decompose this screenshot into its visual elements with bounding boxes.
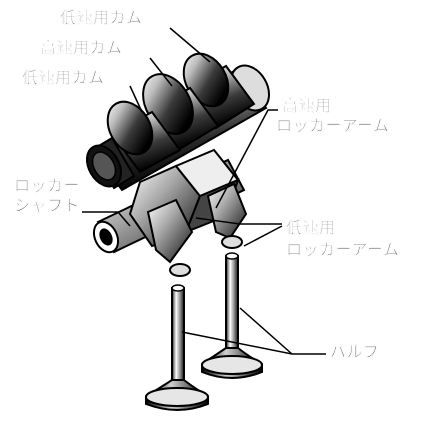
leader-rocker-shaft — [82, 211, 131, 227]
leader-low-cam-top — [169, 27, 211, 63]
leader-lines — [82, 27, 326, 355]
leader-high-rocker — [215, 109, 278, 209]
label-valve: バルブ — [330, 342, 380, 361]
label-rocker-shaft-line1: ロッカー — [14, 176, 81, 195]
leader-valve-2 — [239, 307, 293, 355]
leader-low-rocker-1 — [195, 217, 282, 225]
leader-valve-1 — [181, 331, 326, 355]
valve-stem-left — [171, 287, 185, 381]
rocker-assembly — [92, 148, 248, 277]
valve-stem-right — [225, 255, 239, 349]
label-low-speed-rocker-line1: 低速用 — [286, 218, 336, 237]
label-low-speed-cam-top: 低速用カム — [60, 8, 143, 27]
camshaft — [85, 52, 270, 192]
valves — [145, 252, 263, 411]
leader-low-rocker-2 — [243, 225, 283, 247]
low-speed-rocker-arm-right — [206, 182, 248, 240]
label-low-speed-cam-bottom: 低速用カム — [22, 68, 105, 87]
low-speed-rocker-arm-left — [146, 198, 194, 264]
label-high-speed-cam: 高速用カム — [40, 38, 123, 57]
label-low-speed-rocker-line2: ロッカーアーム — [286, 240, 400, 259]
label-high-speed-rocker-line1: 高速用 — [282, 96, 332, 115]
label-rocker-shaft-line2: シャフト — [14, 196, 81, 215]
leader-high-cam — [149, 57, 173, 87]
label-high-speed-rocker-line2: ロッカーアーム — [276, 116, 390, 135]
leader-low-cam-bottom — [129, 85, 143, 113]
